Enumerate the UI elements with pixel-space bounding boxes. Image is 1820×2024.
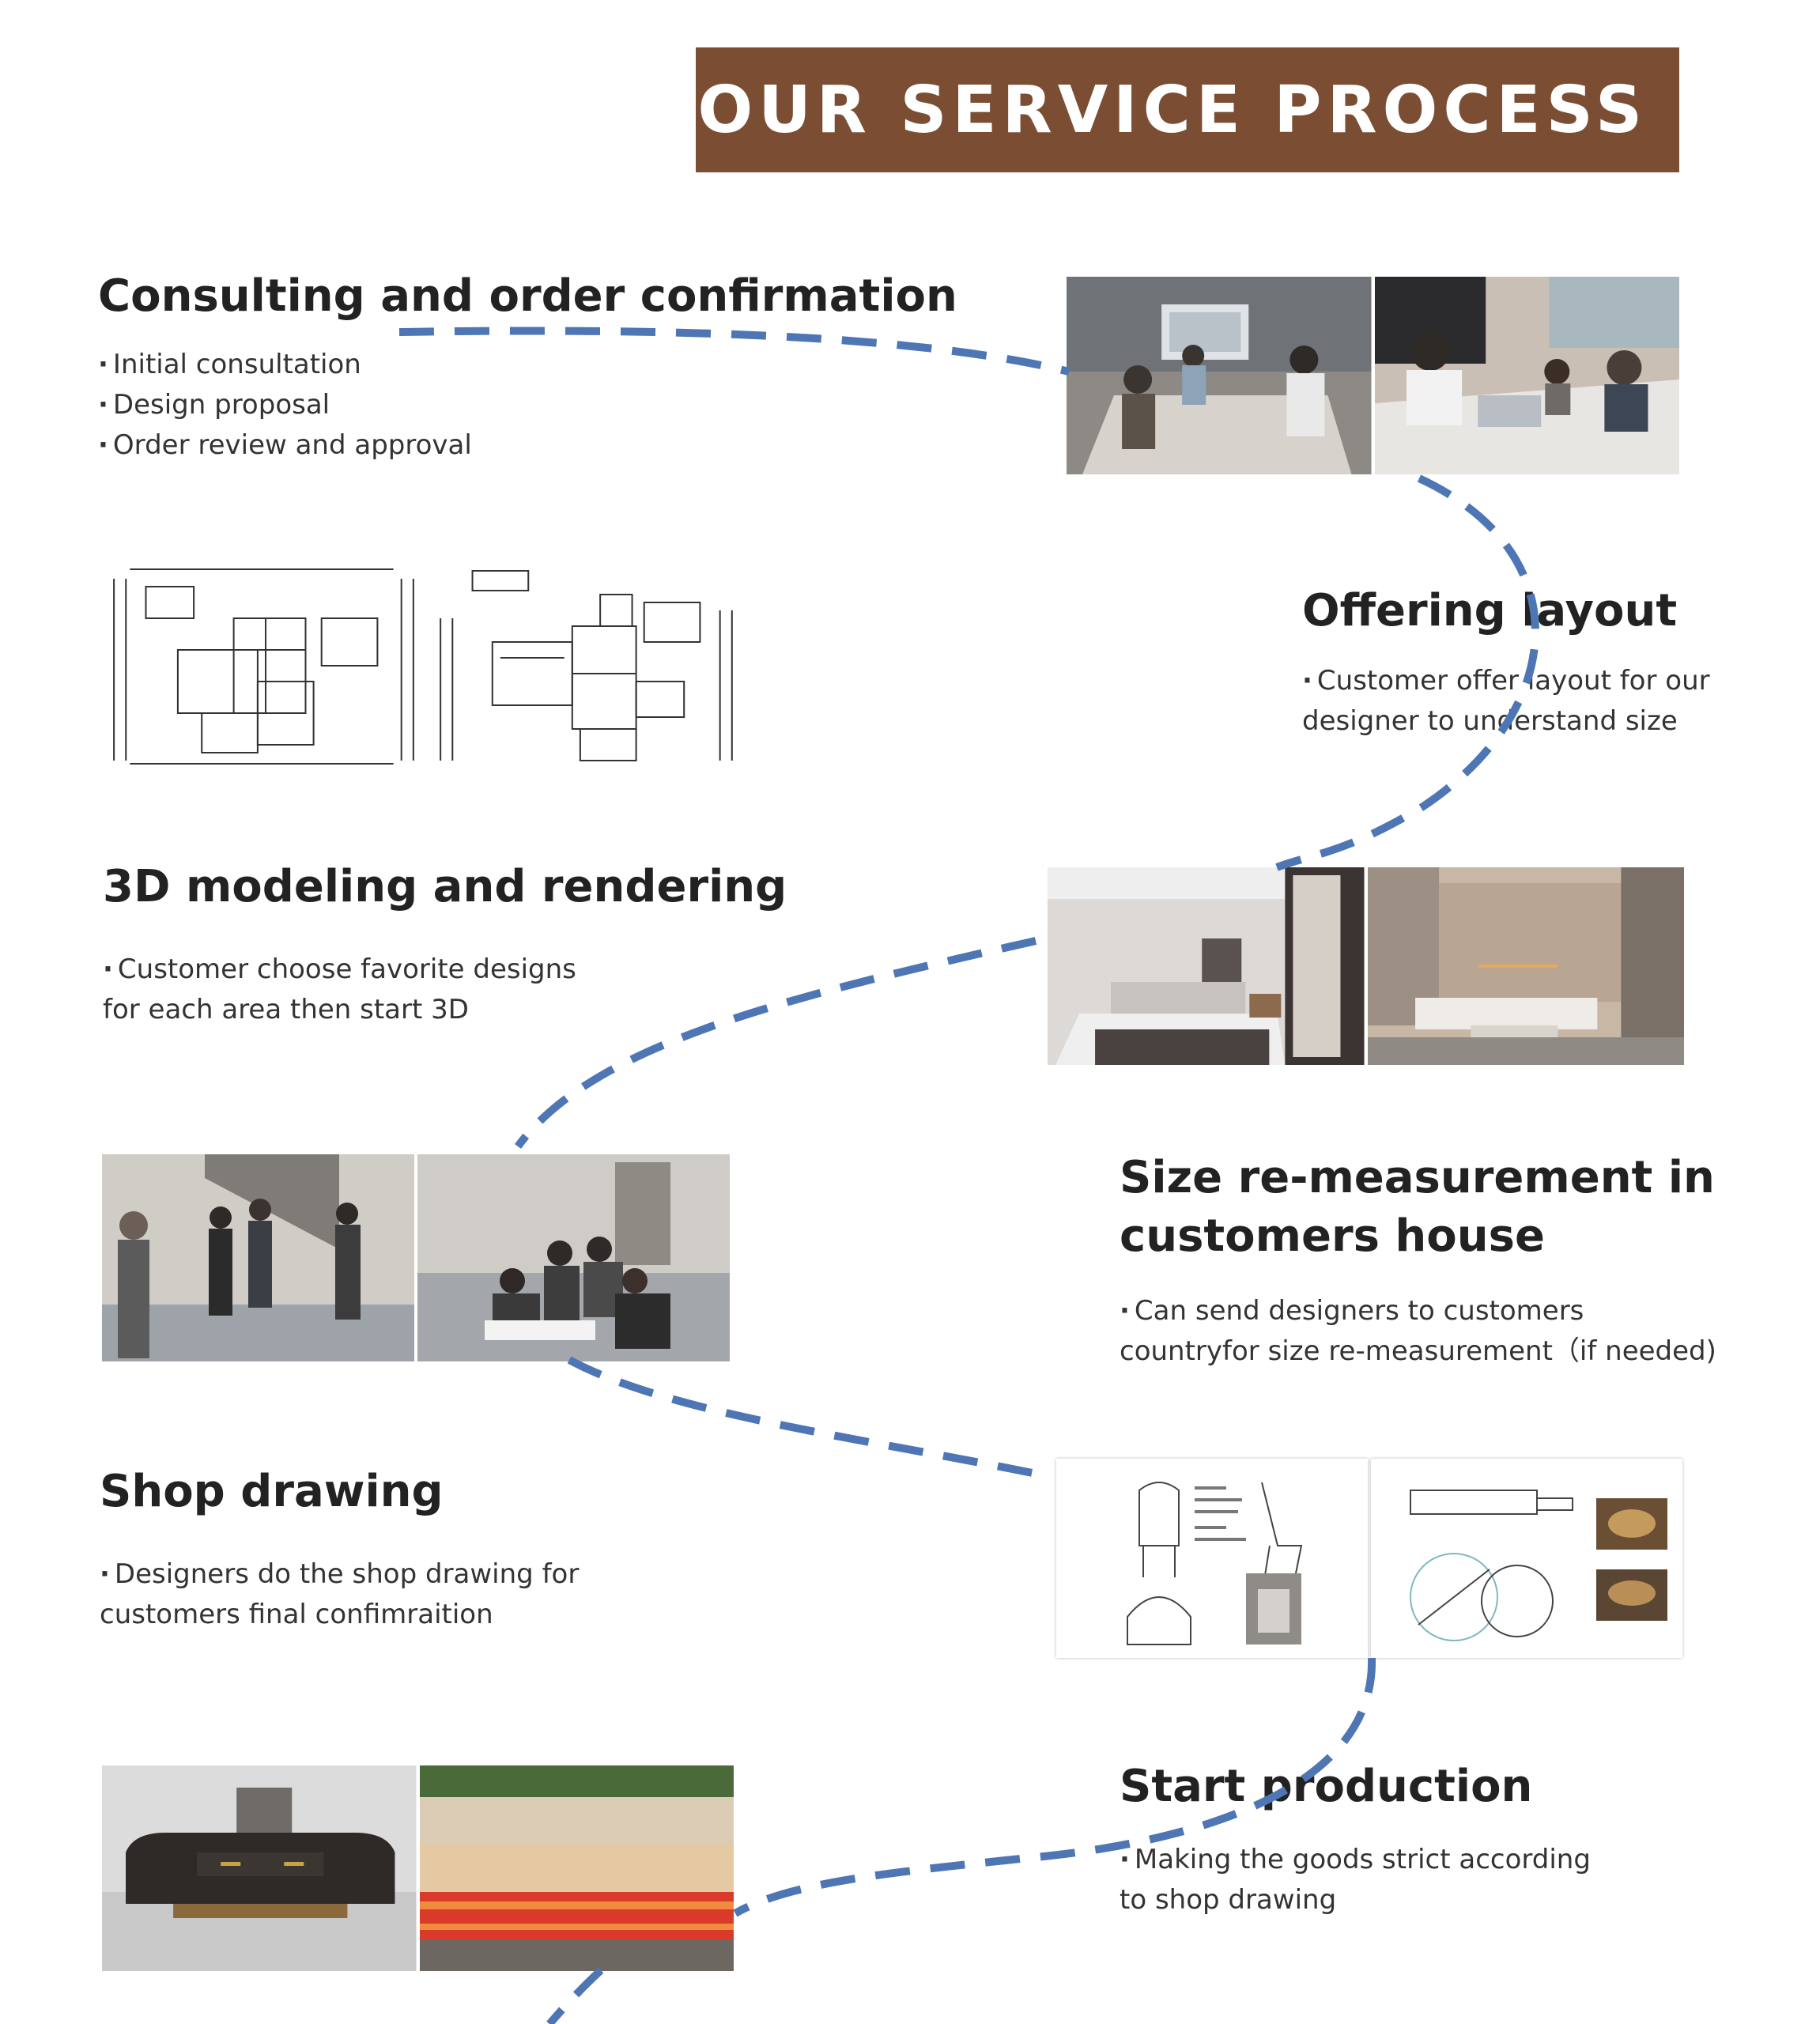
step-title: Size re-measurement in customers house	[1120, 1152, 1715, 1262]
bullet-item: ·Making the goods strict according	[1120, 1844, 1591, 1875]
bedroom-render	[1048, 867, 1365, 1065]
step-consulting: Consulting and order confirmation ·Initi…	[98, 267, 957, 466]
step-size-remeasurement: Size re-measurement in customers house ·…	[1120, 1149, 1716, 1372]
bullet-item: ·Customer choose favorite designs	[103, 953, 576, 985]
step-3d-modeling: 3D modeling and rendering ·Customer choo…	[103, 858, 787, 1030]
bullet-item: designer to understand size	[1302, 705, 1678, 737]
site-visit-photo	[102, 1154, 414, 1361]
bullet-item: ·Customer offer layout for our	[1302, 665, 1710, 697]
step-title: Consulting and order confirmation	[98, 270, 957, 322]
step-bullets: ·Initial consultation ·Design proposal ·…	[98, 345, 957, 466]
step-bullets: ·Customer offer layout for our designer …	[1302, 661, 1710, 742]
bullet-item: countryfor size re-measurement（if needed…	[1120, 1335, 1716, 1367]
consultation-table-photo	[1374, 277, 1679, 474]
step-title: Offering layout	[1302, 585, 1678, 636]
bullet-item: ·Order review and approval	[98, 429, 472, 461]
render-photos	[1048, 867, 1684, 1065]
header-banner: OUR SERVICE PROCESS	[696, 47, 1679, 172]
step-title: Start production	[1120, 1761, 1533, 1812]
bullet-item: ·Design proposal	[98, 389, 330, 421]
floor-plan-drawing	[106, 563, 425, 770]
shop-drawing-images	[1056, 1459, 1682, 1658]
step-title: Shop drawing	[100, 1466, 444, 1517]
step-start-production: Start production ·Making the goods stric…	[1120, 1758, 1591, 1920]
step-bullets: ·Designers do the shop drawing for custo…	[100, 1554, 579, 1635]
bullet-item: to shop drawing	[1120, 1884, 1337, 1916]
bullet-item: customers final confimraition	[100, 1599, 493, 1630]
bullet-item: ·Can send designers to customers	[1120, 1295, 1584, 1327]
floor-plan-drawing	[429, 563, 748, 770]
cabinet-production-photo	[102, 1765, 417, 1971]
page-title: OUR SERVICE PROCESS	[697, 72, 1648, 148]
chair-shop-drawing	[1056, 1459, 1368, 1658]
sofa-production-photo	[419, 1765, 734, 1971]
step-bullets: ·Can send designers to customers country…	[1120, 1291, 1716, 1372]
bullet-item: ·Designers do the shop drawing for	[100, 1558, 580, 1590]
layout-drawings	[106, 563, 748, 770]
production-photos	[102, 1765, 734, 1971]
bullet-item: for each area then start 3D	[103, 994, 469, 1025]
step-bullets: ·Customer choose favorite designs for ea…	[103, 950, 787, 1030]
living-room-render	[1367, 867, 1684, 1065]
bullet-item: ·Initial consultation	[98, 349, 361, 380]
step-bullets: ·Making the goods strict according to sh…	[1120, 1840, 1591, 1920]
step-shop-drawing: Shop drawing ·Designers do the shop draw…	[100, 1463, 579, 1635]
table-shop-drawing	[1371, 1459, 1682, 1658]
consulting-photos	[1067, 277, 1679, 474]
site-meeting-photo	[417, 1154, 730, 1361]
step-offering-layout: Offering layout ·Customer offer layout f…	[1302, 582, 1710, 742]
meeting-room-photo	[1067, 277, 1372, 474]
measurement-photos	[102, 1154, 730, 1361]
step-title: 3D modeling and rendering	[103, 861, 787, 912]
